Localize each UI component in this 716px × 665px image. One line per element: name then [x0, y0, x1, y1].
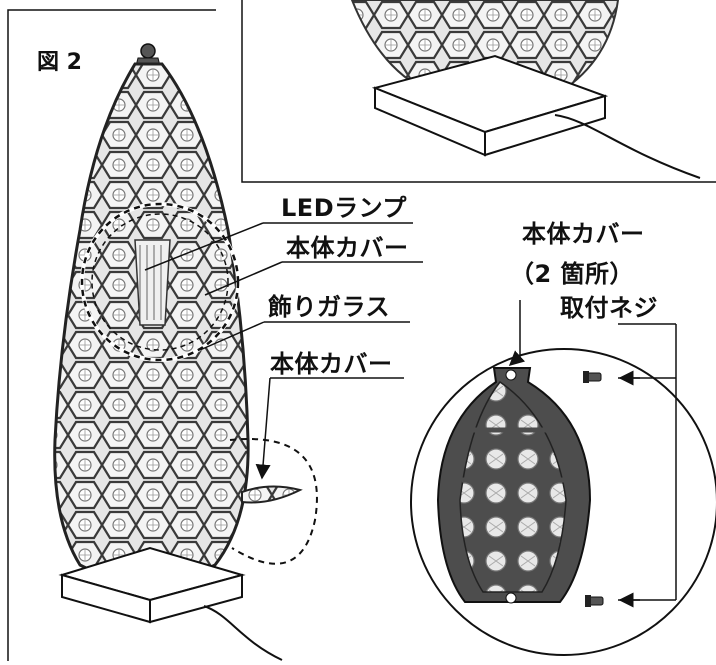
- detached-cover: [241, 485, 303, 504]
- top-inset: [241, 0, 716, 183]
- cover-detail-arc: [229, 438, 318, 565]
- right-leaders: [508, 300, 677, 608]
- lamp-body: [53, 43, 303, 661]
- finial: [140, 43, 156, 59]
- body-cover-label: 本体カバー: [286, 234, 409, 262]
- power-cord: [203, 605, 283, 661]
- count-label: （2 箇所）: [510, 260, 635, 288]
- glass-label: 飾りガラス: [268, 293, 391, 321]
- led-lamp-label: LEDランプ: [281, 194, 407, 222]
- inset-base: [371, 54, 609, 157]
- figure-frame: [7, 9, 216, 661]
- screw-label: 取付ネジ: [560, 294, 658, 322]
- body-cover-right-label: 本体カバー: [522, 220, 645, 248]
- screw-icon: [583, 371, 604, 607]
- figure-title: 図 2: [37, 50, 82, 75]
- cover-panel: [436, 367, 592, 604]
- base: [58, 546, 246, 624]
- inset-cord: [554, 114, 701, 179]
- led-lamp: [134, 239, 171, 326]
- leader-lines: [144, 222, 423, 480]
- body-cover-label-2: 本体カバー: [270, 350, 393, 378]
